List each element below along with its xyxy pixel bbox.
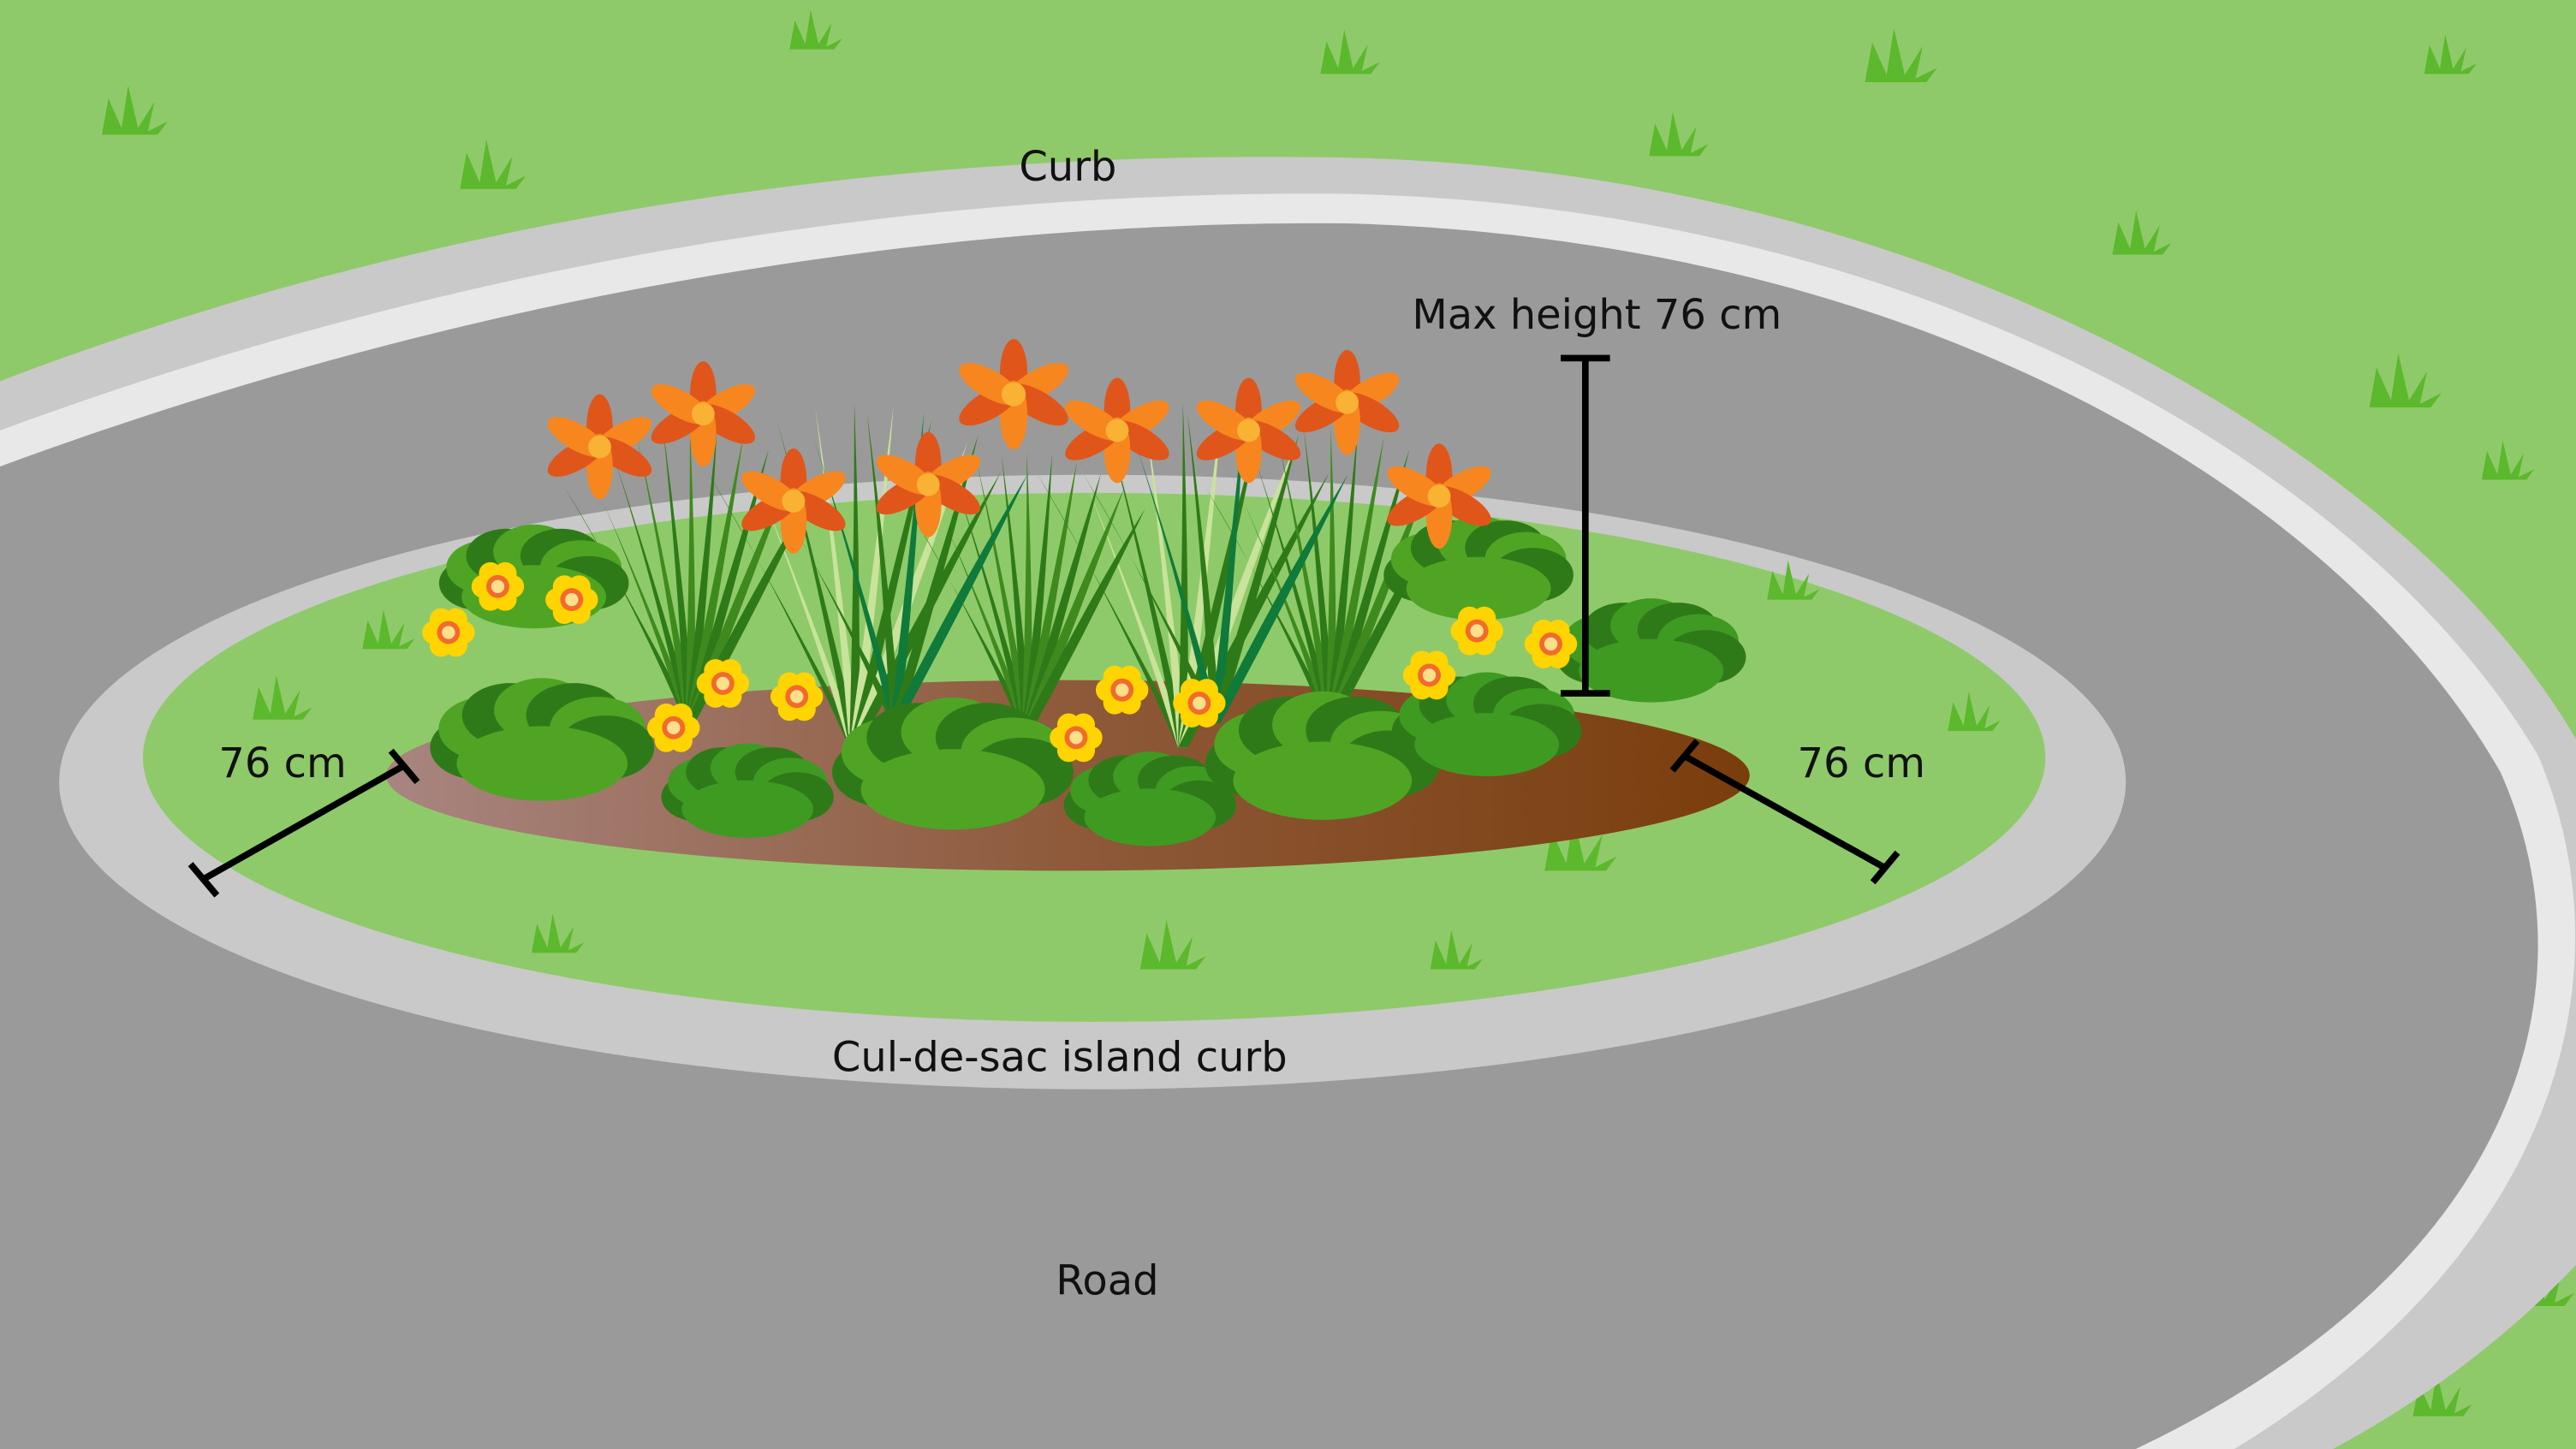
- lily-center: [1237, 419, 1260, 442]
- grass-tuft: [2481, 440, 2535, 480]
- leaf-blade: [1304, 429, 1336, 723]
- grass-tuft: [1139, 919, 1206, 970]
- leaf-blade: [952, 472, 1032, 732]
- flower-center: [1422, 668, 1437, 682]
- flower-center: [1069, 731, 1083, 745]
- leaf-blade: [1144, 407, 1188, 748]
- grass-tuft: [1649, 111, 1709, 157]
- leaf-blade: [611, 449, 695, 723]
- leaf-blade: [741, 442, 860, 748]
- leaf-blade: [685, 427, 696, 723]
- leaf-blade: [1069, 442, 1188, 748]
- grass-tuft: [101, 85, 168, 135]
- leaf-blade: [1325, 466, 1434, 723]
- leaf-blade: [685, 466, 794, 723]
- flower-bed-plants: [422, 339, 1746, 846]
- grass-tuft: [2424, 34, 2478, 74]
- lily-center: [1001, 382, 1026, 407]
- foliage-leaf: [860, 749, 1045, 830]
- right-setback-measure: [1669, 739, 1901, 885]
- left-setback-label: 76 cm: [218, 739, 346, 787]
- leaf-blade: [929, 488, 1032, 732]
- leaf-blade: [1021, 508, 1145, 732]
- lily-center: [782, 490, 806, 513]
- foliage-leaf: [1406, 556, 1551, 621]
- flower-center: [1115, 683, 1129, 697]
- leaf-blade: [663, 429, 695, 723]
- leaf-blade: [866, 413, 901, 723]
- grass-tuft: [1544, 816, 1617, 871]
- flower-center: [1544, 637, 1558, 651]
- leaf-blade: [763, 474, 901, 723]
- leaf-blade: [1252, 449, 1336, 723]
- flower-center: [491, 579, 505, 593]
- grass-tuft: [1767, 560, 1820, 600]
- max-height-measure: [1561, 354, 1610, 697]
- leaf-blade: [1211, 474, 1348, 723]
- leaf-blade: [1021, 460, 1078, 732]
- leaf-blade: [636, 436, 695, 723]
- leaf-blade: [1021, 488, 1124, 732]
- left-setback-measure: [187, 748, 420, 898]
- grass-tuft: [2112, 210, 2172, 255]
- foliage-leaf: [1579, 638, 1724, 703]
- foliage-leaf: [1084, 788, 1217, 846]
- lily-center: [1105, 419, 1129, 442]
- leaf-blade: [1211, 434, 1300, 723]
- foliage-leaf: [1233, 741, 1413, 820]
- grass-tuft: [1430, 929, 1484, 970]
- foliage-leaf: [681, 780, 813, 838]
- flower-center: [442, 626, 455, 639]
- leaf-blade: [1021, 451, 1032, 732]
- leaf-blade: [1277, 436, 1336, 723]
- flower-center: [790, 690, 804, 704]
- leaf-blade: [976, 460, 1032, 732]
- leaf-blade: [1177, 442, 1296, 748]
- leaf-blade: [1083, 474, 1221, 723]
- grass-tuft: [1320, 29, 1380, 74]
- lily-center: [1336, 390, 1359, 414]
- flower-center: [667, 721, 681, 735]
- leaf-blade: [1325, 436, 1384, 723]
- foliage-leaf: [456, 726, 628, 801]
- lily-center: [1427, 484, 1451, 508]
- grass-tuft: [253, 674, 312, 720]
- leaf-blade: [812, 434, 901, 723]
- grass-tuft: [1948, 692, 2001, 732]
- leaf-blade: [586, 466, 695, 723]
- max-height-label: Max height 76 cm: [1412, 291, 1782, 339]
- leaf-blade: [685, 436, 744, 723]
- leaf-blade: [1105, 420, 1188, 748]
- grass-tuft: [531, 913, 585, 953]
- leaf-blade: [564, 487, 695, 723]
- lily-center: [916, 472, 940, 496]
- leaf-blade: [890, 474, 1028, 723]
- island-curb-label: Cul-de-sac island curb: [832, 1034, 1288, 1082]
- grass-tuft: [362, 609, 415, 650]
- leaf-blade: [1021, 472, 1102, 732]
- grass-tuft: [460, 140, 527, 189]
- leaf-blade: [1205, 487, 1336, 723]
- right-setback-label: 76 cm: [1798, 739, 1925, 787]
- grass-tuft: [2412, 1371, 2472, 1416]
- leaf-blade: [708, 472, 860, 748]
- curb-label: Curb: [1019, 143, 1116, 191]
- leaf-blade: [1133, 434, 1221, 723]
- flower-center: [716, 676, 730, 691]
- lily-center: [588, 435, 611, 459]
- flower-center: [565, 592, 579, 607]
- foliage-leaf: [1414, 713, 1560, 776]
- flower-center: [1470, 624, 1484, 638]
- island-grass-tufts: [253, 560, 2001, 970]
- grass-tuft: [789, 9, 842, 50]
- road-label: Road: [1056, 1257, 1158, 1305]
- lily-center: [691, 402, 715, 426]
- grass-tuft: [1865, 27, 1937, 82]
- flower-center: [1193, 696, 1206, 710]
- grass-tuft: [2369, 353, 2442, 408]
- leaf-blade: [1187, 413, 1221, 723]
- leaf-blade: [908, 508, 1032, 732]
- leaf-blade: [1036, 472, 1188, 748]
